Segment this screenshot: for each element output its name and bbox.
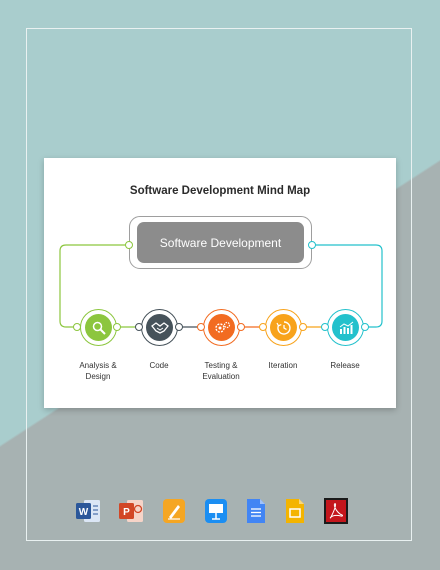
node-iteration-label: Iteration [248, 361, 318, 372]
node-iteration [270, 314, 297, 341]
pages-icon[interactable] [161, 497, 187, 525]
center-right-dot [308, 241, 316, 249]
handshake-icon [150, 321, 169, 334]
svg-text:P: P [123, 507, 130, 518]
node-testing-label-line2: Evaluation [202, 371, 240, 381]
node-testing-label: Testing & Evaluation [186, 361, 256, 382]
google-docs-icon[interactable] [243, 497, 269, 525]
gears-icon [214, 321, 230, 333]
node-testing-left-dot [197, 323, 205, 331]
node-release-label-line1: Release [330, 361, 360, 370]
node-release-label: Release [310, 361, 380, 372]
node-code-right-dot [175, 323, 183, 331]
keynote-icon[interactable] [203, 497, 229, 525]
node-release-left-dot [321, 323, 329, 331]
node-code [146, 314, 173, 341]
google-slides-icon[interactable] [282, 497, 308, 525]
node-code-left-dot [135, 323, 143, 331]
node-testing-right-dot [237, 323, 245, 331]
node-iteration-right-dot [299, 323, 307, 331]
node-analysis [85, 314, 112, 341]
node-analysis-label: Analysis & Design [63, 361, 133, 382]
center-node-label: Software Development [159, 235, 282, 250]
node-analysis-right-dot [113, 323, 121, 331]
node-release-right-dot [361, 323, 369, 331]
node-testing-label-line1: Testing & [204, 361, 238, 370]
svg-text:W: W [79, 507, 89, 518]
template-card: Software Development Mind Map Software D… [44, 158, 396, 408]
word-icon[interactable]: W [75, 497, 101, 525]
cycle-clock-icon [275, 320, 291, 335]
center-node: Software Development [137, 222, 304, 263]
bar-chart-icon [339, 321, 353, 334]
outer-frame [26, 28, 412, 541]
node-iteration-left-dot [259, 323, 267, 331]
node-code-label: Code [124, 361, 194, 372]
node-release [332, 314, 359, 341]
node-analysis-left-dot [73, 323, 81, 331]
node-analysis-label-line2: Design [85, 371, 111, 381]
magnifier-icon [92, 321, 106, 335]
app-format-icons: W P [75, 497, 365, 527]
pdf-icon[interactable] [323, 497, 349, 525]
center-left-dot [125, 241, 133, 249]
node-code-label-line1: Code [149, 361, 169, 370]
node-iteration-label-line1: Iteration [268, 361, 298, 370]
diagram-title: Software Development Mind Map [129, 185, 311, 197]
powerpoint-icon[interactable]: P [118, 497, 144, 525]
node-testing [208, 314, 235, 341]
node-analysis-label-line1: Analysis & [79, 361, 117, 370]
